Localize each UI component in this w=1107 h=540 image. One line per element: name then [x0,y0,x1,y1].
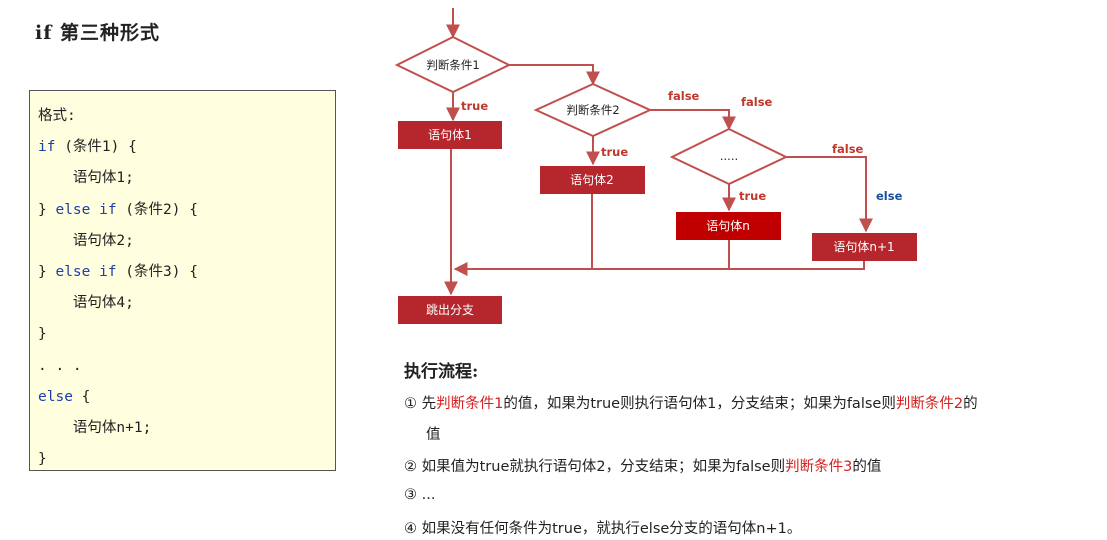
step-text: 如果没有任何条件为true，就执行else分支的语句体n+1。 [421,521,802,537]
statement-1-box: 语句体1 [398,121,502,149]
code-line: 语句体n+1; [38,413,335,444]
true-label-3: true [739,189,766,203]
code-text: (条件1) { [55,139,137,156]
d1-false-arrow [509,64,600,86]
code-text: 语句体4; [72,295,134,312]
decision-1-label: 判断条件1 [426,58,479,72]
flowchart: 判断条件1 判断条件2 ..... 语句体1 语句体2 语句体n 语句体n+1 … [394,8,917,324]
process-step: 值 [404,423,441,444]
decision-1: 判断条件1 [394,35,512,94]
d2-false-arrow [650,109,736,131]
false-label-3: false [832,142,864,156]
step-highlight: 判断条件1 [436,396,504,412]
code-line: 语句体4; [38,288,335,319]
code-text: (条件2) { [116,201,198,218]
decision-2: 判断条件2 [533,82,653,138]
process-step: ③ ... [404,487,435,503]
flowchart-connectors [444,8,873,296]
step-text: 如果值为true就执行语句体2，分支结束；如果为false则 [421,459,786,475]
exit-box: 跳出分支 [398,296,502,324]
code-line: 语句体1; [38,163,335,194]
false-label-2: false [741,95,773,109]
code-text: . . . [38,357,82,374]
code-text: } [38,451,47,468]
step-number: ③ [404,487,417,503]
code-line: } else if (条件2) { [38,195,335,226]
process-step: ② 如果值为true就执行语句体2，分支结束；如果为false则判断条件3的值 [404,455,881,476]
code-line: 语句体2; [38,226,335,257]
code-lines: if (条件1) { 语句体1;} else if (条件2) { 语句体2;}… [38,132,335,475]
code-line: } [38,444,335,475]
code-box: 格式: if (条件1) { 语句体1;} else if (条件2) { 语句… [29,90,336,471]
page-title: if 第三种形式 [35,22,161,44]
step-text: ... [421,487,436,503]
code-text [38,420,73,436]
statement-n1-box: 语句体n+1 [812,233,917,261]
merge-arrow [453,261,865,276]
statement-2-label: 语句体2 [570,173,614,187]
code-text: { [72,388,91,405]
false-label-1: false [668,89,700,103]
step-text: 先 [421,396,437,412]
code-line: . . . [38,351,335,382]
code-text: (条件3) { [116,263,198,280]
code-keyword: if [38,139,56,156]
statement-n1-label: 语句体n+1 [833,240,894,254]
statement-1-label: 语句体1 [428,128,472,142]
d3-else-arrow [786,156,873,233]
true-label-2: true [601,145,628,159]
code-text: 语句体2; [72,232,134,249]
decision-3-label: ..... [720,149,738,163]
code-keyword: else if [55,201,117,218]
code-text: 语句体n+1; [72,419,152,436]
step-highlight: 判断条件3 [785,459,853,475]
step-number: ① [404,396,417,412]
statement-n-box: 语句体n [676,212,781,240]
step-text: 的值，如果为true则执行语句体1，分支结束；如果为false则 [503,396,896,412]
code-text: } [38,326,47,343]
statement-2-box: 语句体2 [540,166,645,194]
code-format-label: 格式: [38,108,76,124]
code-text: } [38,201,56,218]
step-text: 的 [963,396,978,412]
decision-2-label: 判断条件2 [566,103,619,117]
code-line: if (条件1) { [38,132,335,163]
decision-3: ..... [669,127,789,186]
step-text: 值 [426,427,441,443]
process-title: 执行流程: [404,362,479,382]
process-step: ① 先判断条件1的值，如果为true则执行语句体1，分支结束；如果为false则… [404,392,978,413]
step-highlight: 判断条件2 [895,396,964,412]
code-text: } [38,263,56,280]
code-line: } else if (条件3) { [38,257,335,288]
code-line: } [38,319,335,350]
process-step: ④ 如果没有任何条件为true，就执行else分支的语句体n+1。 [404,517,801,538]
statement-n-label: 语句体n [706,219,750,233]
step-number: ② [404,459,417,475]
true-label-1: true [461,99,488,113]
step-text: 的值 [852,459,882,475]
code-line: else { [38,382,335,413]
step-number: ④ [404,521,417,537]
code-keyword: else if [55,263,117,280]
code-text: 语句体1; [72,170,134,187]
exit-label: 跳出分支 [426,303,474,317]
else-label: else [876,189,903,203]
code-keyword: else [38,388,73,405]
